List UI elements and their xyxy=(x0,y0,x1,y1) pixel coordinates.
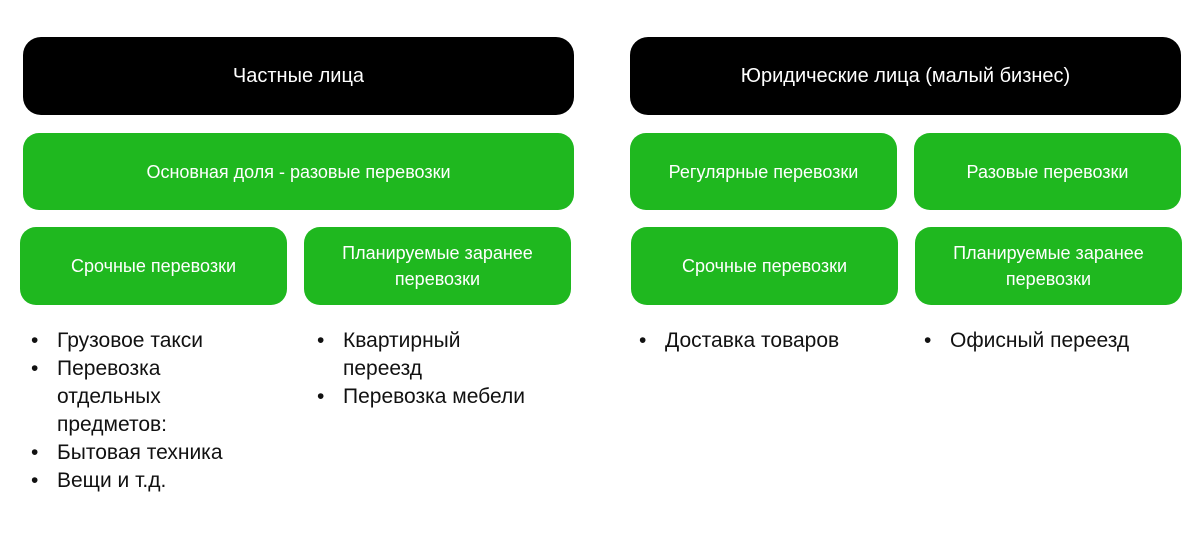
private-persons-header: Частные лица xyxy=(23,37,574,115)
list-item: •Доставка товаров xyxy=(635,327,895,355)
legal-urgent-box: Срочные перевозки xyxy=(631,227,898,305)
private-urgent-box: Срочные перевозки xyxy=(20,227,287,305)
private-urgent-list: •Грузовое такси •Перевозка отдельных пре… xyxy=(27,327,277,495)
list-item: •Грузовое такси xyxy=(27,327,277,355)
bullet-icon: • xyxy=(31,469,39,492)
legal-regular-box: Регулярные перевозки xyxy=(630,133,897,210)
list-item: •Перевозка отдельных предметов: xyxy=(31,357,167,436)
legal-oneoff-box: Разовые перевозки xyxy=(914,133,1181,210)
bullet-icon: • xyxy=(317,329,325,352)
legal-planned-list: •Офисный переезд xyxy=(920,327,1190,355)
legal-urgent-list: •Доставка товаров xyxy=(635,327,895,355)
private-planned-label: Планируемые заранее перевозки xyxy=(342,243,533,289)
legal-planned-box: Планируемые заранее перевозки xyxy=(915,227,1182,305)
legal-oneoff-label: Разовые перевозки xyxy=(966,161,1129,182)
private-urgent-label: Срочные перевозки xyxy=(70,256,237,276)
private-planned-box: Планируемые заранее перевозки xyxy=(304,227,571,305)
bullet-icon: • xyxy=(31,357,39,380)
bullet-icon: • xyxy=(31,441,39,464)
list-item: •Перевозка мебели xyxy=(313,383,563,411)
legal-entities-header: Юридические лица (малый бизнес) xyxy=(630,37,1181,115)
legal-regular-label: Регулярные перевозки xyxy=(668,161,859,182)
private-planned-list: •Квартирный переезд •Перевозка мебели xyxy=(313,327,563,411)
bullet-icon: • xyxy=(924,329,932,352)
list-item: •Офисный переезд xyxy=(920,327,1190,355)
private-main-share-label: Основная доля - разовые перевозки xyxy=(146,161,451,182)
private-main-share-box: Основная доля - разовые перевозки xyxy=(23,133,574,210)
legal-entities-header-label: Юридические лица (малый бизнес) xyxy=(740,64,1071,87)
private-persons-header-label: Частные лица xyxy=(232,64,365,87)
legal-urgent-label: Срочные перевозки xyxy=(681,256,848,276)
list-item: •Бытовая техника xyxy=(27,439,277,467)
list-item: •Квартирный переезд xyxy=(317,329,461,380)
bullet-icon: • xyxy=(31,329,39,352)
bullet-icon: • xyxy=(317,385,325,408)
bullet-icon: • xyxy=(639,329,647,352)
legal-planned-label: Планируемые заранее перевозки xyxy=(953,243,1144,289)
list-item: •Вещи и т.д. xyxy=(27,467,277,495)
